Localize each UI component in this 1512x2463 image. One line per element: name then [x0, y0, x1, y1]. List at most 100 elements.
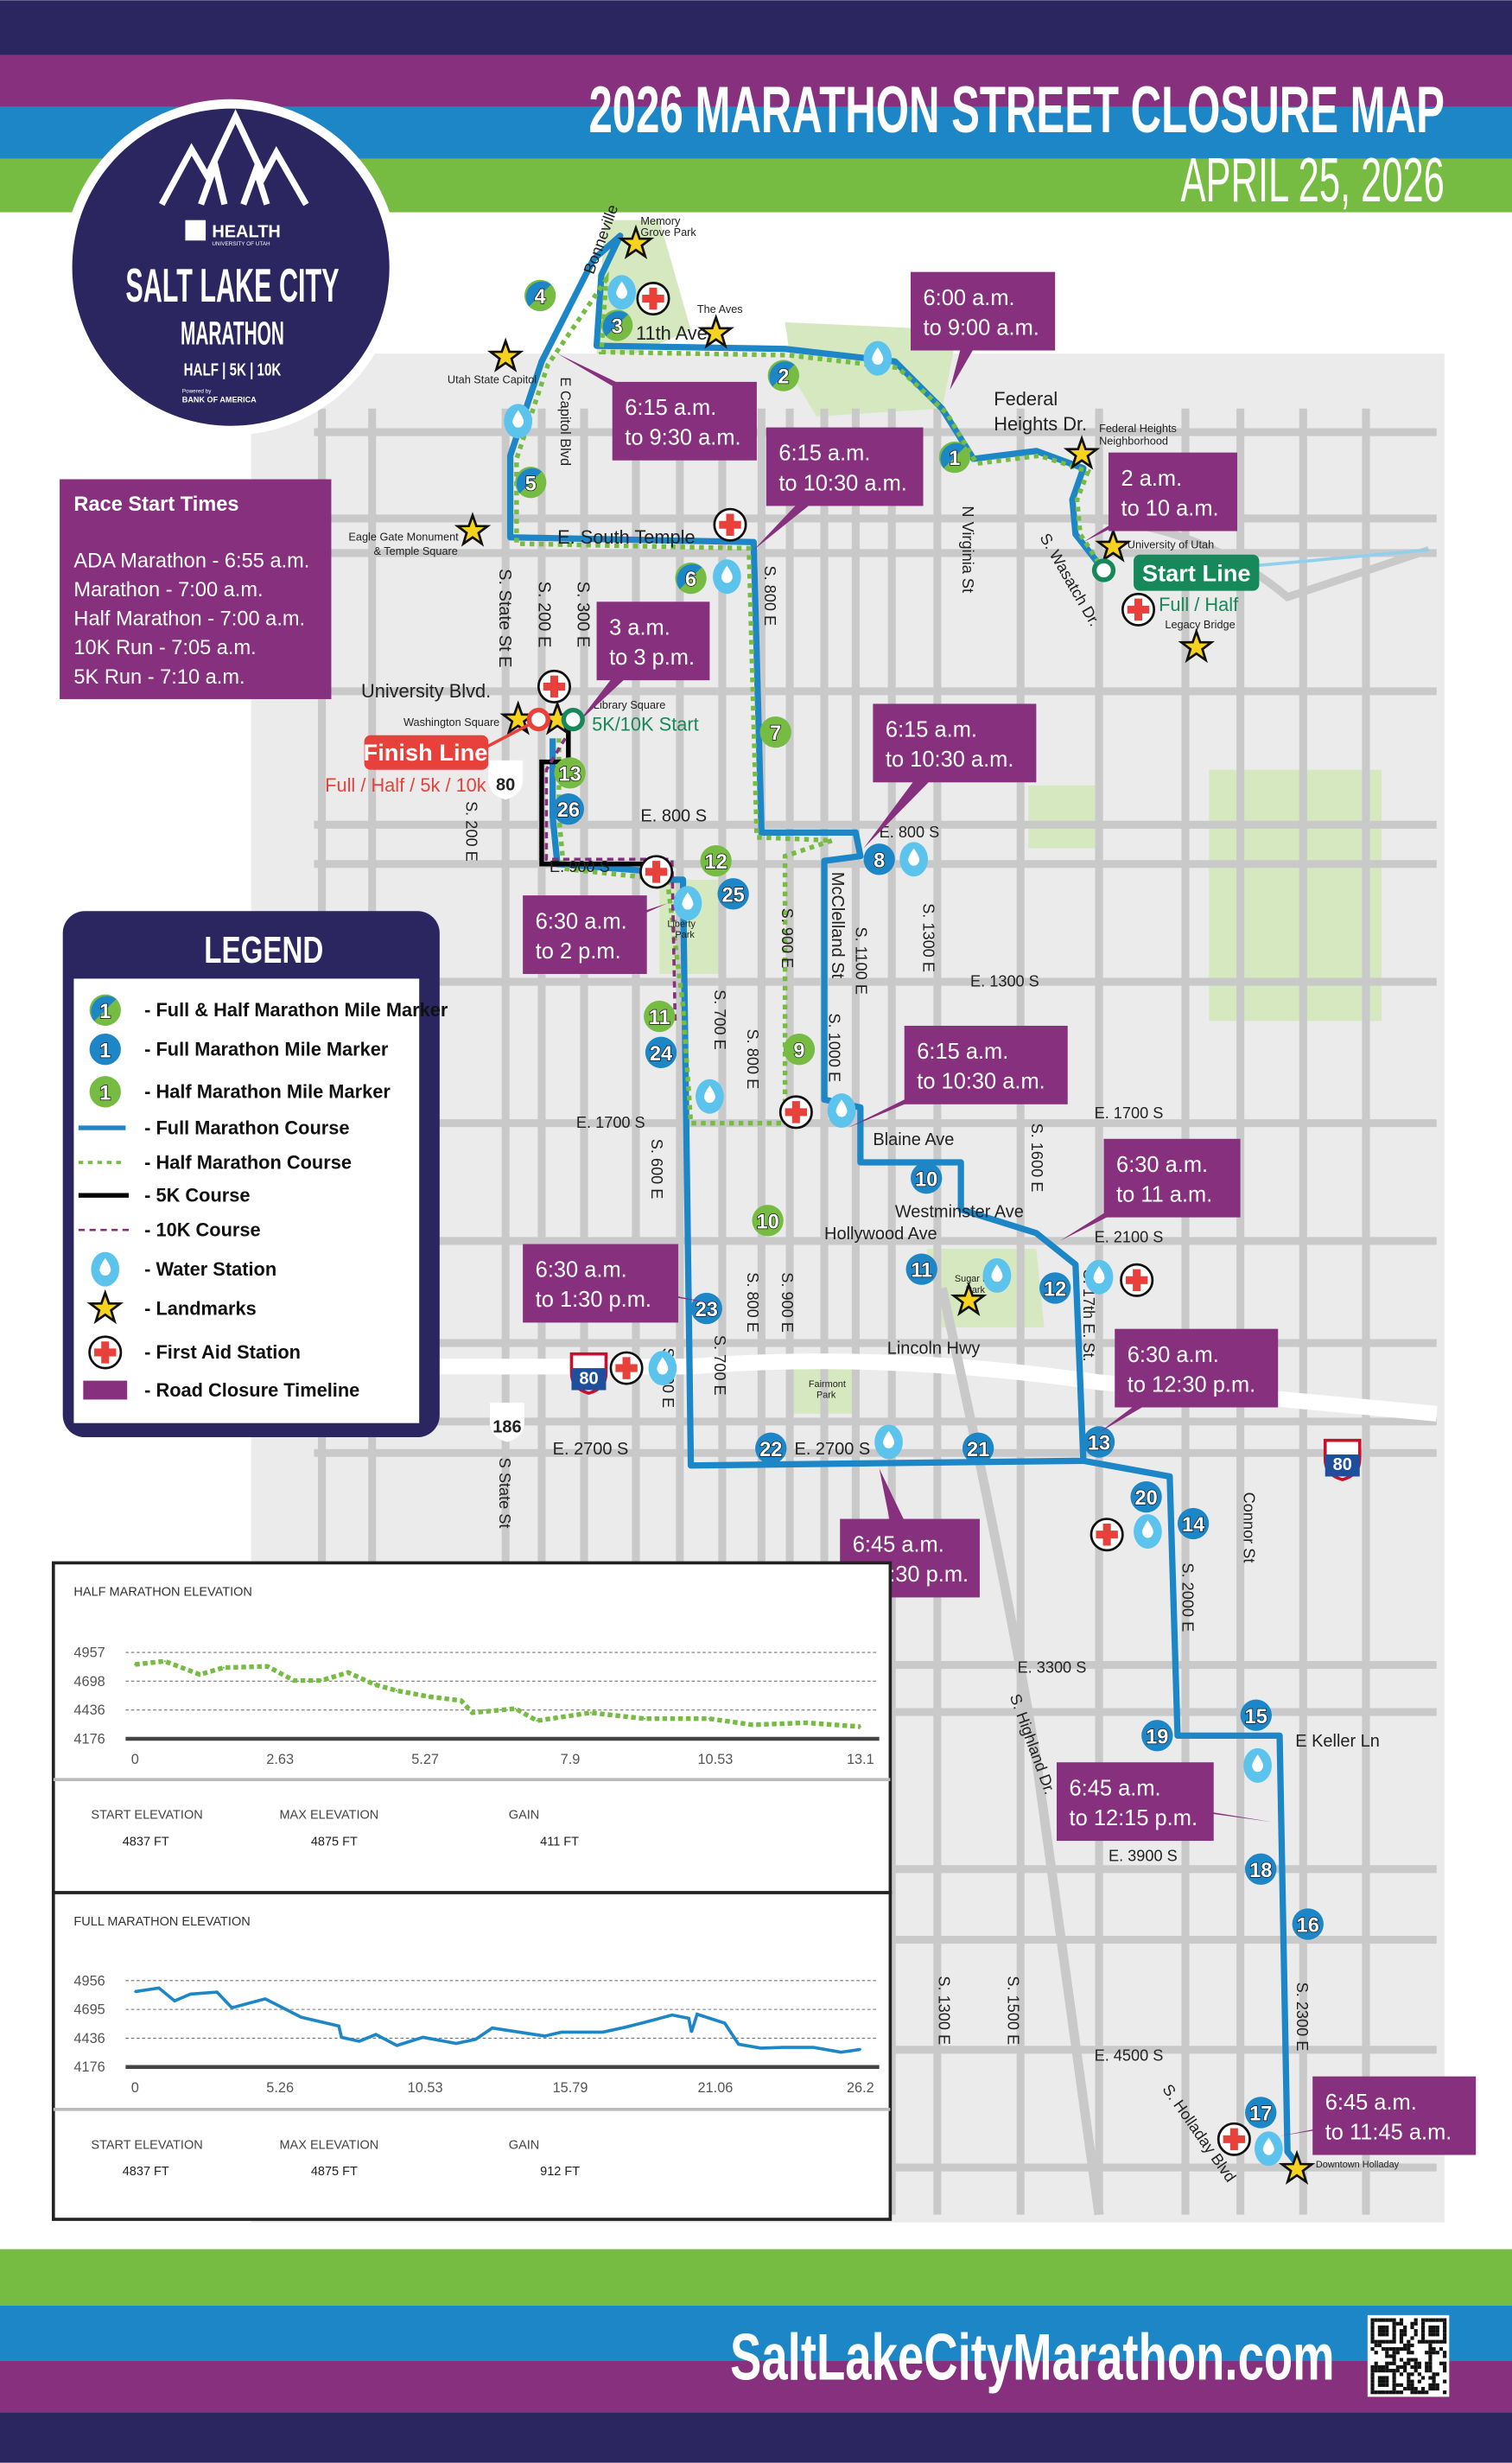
street-label: S. 700 E [711, 990, 728, 1050]
mile-marker-full[interactable]: 24 [645, 1036, 677, 1069]
mile-marker-half[interactable]: 1 [89, 1076, 121, 1108]
finish-line[interactable]: Finish Line Full / Half / 5k / 10k [325, 707, 550, 796]
water-station-icon[interactable] [696, 1079, 724, 1114]
landmark-star-icon[interactable] [950, 1281, 988, 1317]
elevation-point [374, 2033, 378, 2036]
landmark-star-icon[interactable] [1178, 627, 1215, 664]
street-label: Park [675, 930, 695, 940]
street-label: E. South Temple [557, 526, 696, 548]
road-closure-timeline[interactable]: 6:45 a.m.to 1:30 p.m. [840, 1468, 980, 1598]
website-link[interactable]: SaltLakeCityMarathon.com [730, 2320, 1335, 2394]
first-aid-icon[interactable] [636, 282, 670, 316]
mile-marker-full[interactable]: 1 [89, 1034, 121, 1066]
mile-marker-full[interactable]: 22 [755, 1432, 787, 1464]
mile-marker-full[interactable]: 17 [1245, 2097, 1277, 2129]
legend-label: - Landmarks [144, 1297, 257, 1319]
mile-marker-both[interactable]: 3 [601, 309, 633, 341]
landmark-star-icon[interactable] [86, 1289, 124, 1325]
mile-marker-full[interactable]: 21 [962, 1432, 994, 1464]
first-aid-icon[interactable] [1217, 2122, 1251, 2156]
street-label: Fairmont [809, 1379, 846, 1390]
first-aid-icon[interactable] [1120, 1263, 1154, 1297]
water-station-icon[interactable] [91, 1251, 120, 1287]
water-station-icon[interactable] [504, 404, 533, 439]
road-closure-timeline[interactable]: 6:30 a.m.to 12:30 p.m. [1099, 1328, 1279, 1433]
mile-marker-half[interactable]: 10 [752, 1205, 784, 1237]
qr-code-icon[interactable] [1367, 2314, 1450, 2397]
5k-10k-start[interactable]: 5K/10K Start [561, 707, 699, 735]
landmark-star-icon[interactable] [486, 337, 524, 372]
mile-marker-number: 21 [967, 1439, 989, 1461]
water-station-icon[interactable] [673, 886, 702, 921]
legend-item: - Water Station [91, 1251, 276, 1287]
road-closure-timeline[interactable]: 2 a.m.to 10 a.m. [1083, 452, 1237, 543]
mile-marker-full[interactable]: 13 [1083, 1426, 1115, 1458]
first-aid-icon[interactable] [609, 1351, 644, 1385]
mile-marker-full[interactable]: 18 [1245, 1853, 1277, 1885]
mile-marker-full[interactable]: 12 [1039, 1272, 1071, 1304]
water-station-icon[interactable] [982, 1257, 1012, 1293]
first-aid-icon[interactable] [1090, 1518, 1124, 1552]
mile-marker-full[interactable]: 11 [905, 1253, 937, 1285]
mile-marker-half[interactable]: 9 [783, 1034, 816, 1066]
first-aid-icon[interactable] [778, 1095, 813, 1130]
road-closure-timeline[interactable]: 6:30 a.m.to 1:30 p.m. [523, 1244, 715, 1323]
street-label: S. 700 E [711, 1335, 728, 1396]
mile-marker-half[interactable]: 11 [644, 1000, 676, 1033]
water-station-icon[interactable] [863, 340, 893, 376]
road-closure-timeline[interactable]: 6:30 a.m.to 2 p.m. [523, 895, 668, 974]
mile-marker-both[interactable]: 4 [524, 279, 556, 312]
road-closure-timeline[interactable]: 6:15 a.m.to 10:30 a.m. [848, 1025, 1068, 1129]
mile-marker-full[interactable]: 20 [1130, 1480, 1162, 1513]
road-closure-timeline[interactable]: 6:15 a.m.to 10:30 a.m. [863, 703, 1037, 849]
x-tick-label: 7.9 [561, 1752, 581, 1767]
water-station-icon[interactable] [1254, 2131, 1283, 2167]
road-closure-timeline[interactable]: 6:45 a.m.to 12:15 p.m. [1057, 1762, 1272, 1842]
mile-marker-both[interactable]: 5 [515, 467, 547, 499]
legend-label: - First Aid Station [144, 1341, 301, 1363]
road-closure-timeline[interactable]: 6:45 a.m.to 11:45 a.m. [1280, 2076, 1477, 2155]
mile-marker-full[interactable]: 10 [910, 1162, 943, 1194]
mile-marker-half[interactable]: 13 [554, 757, 586, 789]
mile-marker-full[interactable]: 25 [717, 878, 749, 910]
road-closure-timeline[interactable]: 6:15 a.m.to 10:30 a.m. [753, 427, 924, 551]
road-closure-timeline[interactable]: 6:15 a.m.to 9:30 a.m. [557, 353, 757, 461]
water-station-icon[interactable] [1134, 1514, 1162, 1550]
first-aid-icon[interactable] [88, 1335, 123, 1370]
mile-marker-full[interactable]: 14 [1177, 1507, 1210, 1540]
first-aid-icon[interactable] [639, 855, 674, 889]
first-aid-icon[interactable] [537, 669, 572, 703]
mile-marker-both[interactable]: 1 [938, 441, 971, 474]
landmark-star-icon[interactable] [617, 224, 655, 260]
mile-marker-full[interactable]: 26 [552, 792, 585, 825]
start-line[interactable]: Start Line Full / Half [1091, 554, 1260, 615]
road-closure-timeline[interactable]: 6:00 a.m.to 9:00 a.m. [910, 271, 1056, 390]
water-station-icon[interactable] [1084, 1259, 1114, 1295]
water-station-icon[interactable] [827, 1093, 856, 1129]
water-station-icon[interactable] [874, 1424, 903, 1460]
mile-marker-full[interactable]: 19 [1141, 1720, 1173, 1752]
first-aid-icon[interactable] [1121, 592, 1156, 627]
mile-marker-full[interactable]: 8 [863, 843, 895, 875]
mile-marker-full[interactable]: 16 [1292, 1908, 1324, 1940]
mile-marker-both[interactable]: 6 [675, 562, 707, 595]
landmark-star-icon[interactable] [697, 314, 734, 349]
mile-marker-full[interactable]: 15 [1240, 1699, 1272, 1731]
landmark-star-icon[interactable] [454, 512, 492, 547]
mile-marker-both[interactable]: 1 [89, 994, 121, 1026]
street-label: N Virginia St [959, 506, 976, 593]
landmark-star-icon[interactable] [1063, 435, 1101, 470]
landmark-star-icon[interactable] [1095, 527, 1132, 563]
water-station-icon[interactable] [607, 275, 636, 310]
water-station-icon[interactable] [648, 1351, 677, 1386]
mile-marker-full[interactable]: 23 [690, 1292, 722, 1325]
mile-marker-half[interactable]: 7 [759, 716, 791, 748]
first-aid-icon[interactable] [713, 507, 747, 542]
street-label: S. 2000 E [1178, 1562, 1196, 1632]
water-station-icon[interactable] [713, 559, 741, 595]
water-station-icon[interactable] [899, 842, 928, 877]
mile-marker-both[interactable]: 2 [767, 360, 799, 391]
landmark-star-icon[interactable] [1278, 2149, 1316, 2185]
water-station-icon[interactable] [1243, 1747, 1272, 1783]
mile-marker-half[interactable]: 12 [700, 844, 732, 877]
